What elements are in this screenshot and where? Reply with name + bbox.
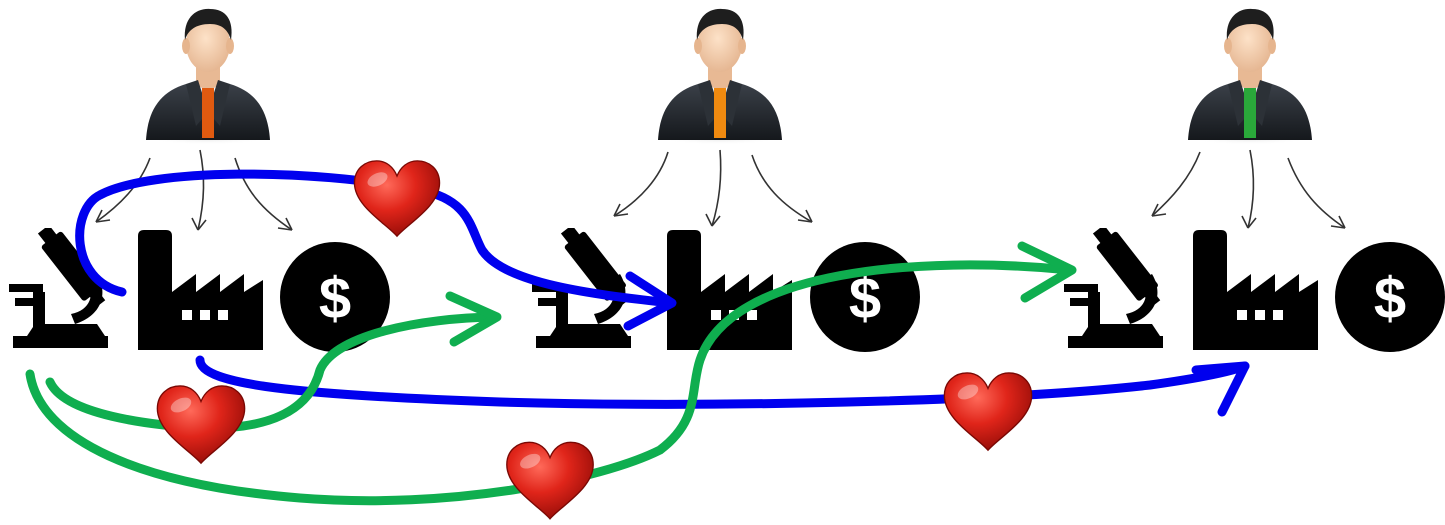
tie-3: [1244, 88, 1256, 138]
tie-1: [202, 88, 214, 138]
green-arrow-microscope1-to-microscope2: [50, 317, 495, 428]
heart-icon: [354, 161, 439, 236]
tie-2: [714, 88, 726, 138]
heart-icon: [157, 386, 244, 463]
delegation-arrows-2: [614, 150, 812, 226]
factory-icon: [1193, 230, 1318, 350]
cluster-3: $: [1064, 9, 1445, 352]
dollar-symbol: $: [1374, 266, 1406, 331]
microscope-icon: [1064, 221, 1167, 348]
heart-icon: [944, 373, 1031, 450]
blue-arrow-factory1-to-factory3: [200, 360, 1245, 404]
dollar-symbol: $: [319, 266, 351, 331]
delegation-arrows-3: [1152, 150, 1345, 228]
factory-icon: [138, 230, 263, 350]
microscope-icon: [9, 221, 112, 348]
cluster-2: $: [532, 9, 920, 352]
heart-icon: [507, 442, 593, 519]
